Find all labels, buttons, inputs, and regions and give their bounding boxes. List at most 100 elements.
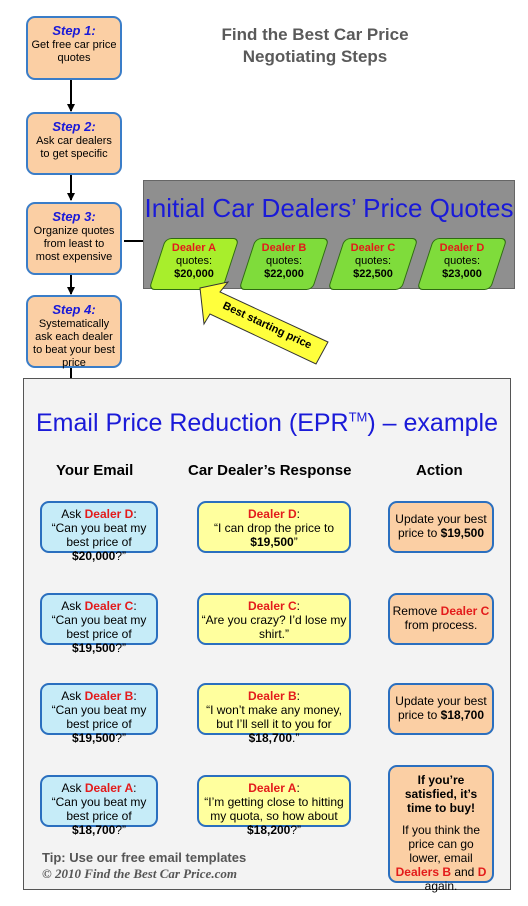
row-2-act-post: from process.	[404, 618, 478, 632]
row-3-act-text: Update your best price to	[395, 694, 487, 722]
row-3-email-price: $19,500	[71, 731, 116, 745]
epr-title-tm: TM	[348, 409, 368, 425]
page-title-line-2: Negotiating Steps	[242, 47, 388, 66]
row-4-resp-text: “I’m getting close to hitting my quota, …	[204, 795, 344, 823]
row-2-email-price: $19,500	[71, 641, 116, 655]
row-3-resp-text: “I won’t make any money, but I’ll sell i…	[206, 703, 342, 731]
dealer-a-quotes-label: quotes:	[175, 255, 213, 267]
row-3-email-question: “Can you beat my best price of	[51, 703, 147, 731]
row-3-email-colon: :	[133, 689, 137, 703]
dealer-c-name: Dealer C	[350, 242, 396, 254]
dealer-b-quotes-label: quotes:	[265, 255, 303, 267]
row-4-act-head: If you’re satisfied, it’s time to buy!	[404, 773, 478, 815]
best-price-arrow: Best starting price	[199, 281, 329, 365]
row-4-act-text: If you think the price can go lower, ema…	[401, 823, 481, 865]
dealer-d-name: Dealer D	[439, 242, 485, 254]
column-header-action: Action	[416, 462, 463, 479]
row-4-act-dealer-d: D	[477, 865, 487, 879]
row-3-resp-dealer: Dealer B	[247, 689, 297, 703]
row-1-email: Ask Dealer D: “Can you beat my best pric…	[40, 501, 158, 563]
row-3-action: Update your best price to $18,700	[388, 683, 494, 735]
row-1-resp-dealer: Dealer D	[247, 507, 297, 521]
dealer-c-quotes-label: quotes:	[354, 255, 392, 267]
row-3-email-dealer: Dealer B	[84, 689, 134, 703]
row-4-resp-colon: :	[296, 781, 300, 795]
row-1-resp-text: “I can drop the price to	[213, 521, 335, 535]
page-title-line-1: Find the Best Car Price	[221, 25, 409, 44]
dealer-c-price: $22,500	[353, 268, 393, 280]
tip-text: Tip: Use our free email templates	[42, 850, 247, 865]
row-1-email-end: ?”	[115, 549, 127, 563]
step-4-label: Step 4:	[52, 302, 96, 317]
page-title: Find the Best Car Price Negotiating Step…	[190, 24, 440, 68]
step-3-box: Step 3: Organize quotes from least to mo…	[26, 202, 122, 275]
step-1-label: Step 1:	[52, 23, 96, 38]
row-2-email: Ask Dealer C: “Can you beat my best pric…	[40, 593, 158, 655]
row-2-resp-text: “Are you crazy? I’d lose my shirt.”	[201, 613, 347, 641]
row-4-email-colon: :	[133, 781, 137, 795]
row-3-resp-end: .”	[292, 731, 300, 745]
row-3-resp-price: $18,700	[248, 731, 293, 745]
row-1-response: Dealer D: “I can drop the price to $19,5…	[197, 501, 351, 553]
row-1-email-colon: :	[133, 507, 137, 521]
column-header-email: Your Email	[56, 462, 134, 479]
row-2-resp-colon: :	[296, 599, 301, 613]
row-4-email-dealer: Dealer A	[84, 781, 134, 795]
row-4-response: Dealer A: “I’m getting close to hitting …	[197, 775, 351, 837]
row-4-email-question: “Can you beat my best price of	[51, 795, 147, 823]
row-3-email-end: ?”	[115, 731, 127, 745]
row-4-action: If you’re satisfied, it’s time to buy! I…	[388, 765, 494, 893]
row-1-act-text: Update your best price to	[395, 512, 487, 540]
step-4-box: Step 4: Systematically ask each dealer t…	[26, 295, 122, 369]
row-4-resp-dealer: Dealer A	[248, 781, 297, 795]
dealer-b-price: $22,000	[264, 268, 304, 280]
row-1-resp-end: ”	[293, 535, 298, 549]
dealer-a-price: $20,000	[174, 268, 214, 280]
step-1-box: Step 1: Get free car price quotes	[26, 16, 122, 80]
row-4-act-end: again.	[424, 879, 458, 893]
row-4-email: Ask Dealer A: “Can you beat my best pric…	[40, 775, 158, 837]
row-2-act-pre: Remove	[392, 604, 441, 618]
row-1-email-price: $20,000	[71, 549, 116, 563]
step-3-label: Step 3:	[52, 209, 96, 224]
dealer-d-price: $23,000	[442, 268, 482, 280]
step-2-label: Step 2:	[52, 119, 96, 134]
step-2-text: Ask car dealers to get specific	[36, 135, 112, 160]
row-4-act-and: and	[451, 865, 478, 879]
row-3-act-price: $18,700	[440, 708, 485, 722]
step-2-box: Step 2: Ask car dealers to get specific	[26, 112, 122, 175]
row-2-email-end: ?”	[115, 641, 127, 655]
row-2-email-colon: :	[133, 599, 137, 613]
step-3-text: Organize quotes from least to most expen…	[33, 225, 115, 263]
row-1-act-price: $19,500	[440, 526, 485, 540]
row-1-resp-colon: :	[296, 507, 301, 521]
row-4-act-dealer-b: Dealers B	[395, 865, 451, 879]
row-2-act-dealer: Dealer C	[440, 604, 490, 618]
row-1-resp-price: $19,500	[250, 535, 294, 549]
row-1-email-ask: Ask	[61, 507, 85, 521]
row-2-action: Remove Dealer C from process.	[388, 593, 494, 645]
row-2-email-dealer: Dealer C	[84, 599, 134, 613]
dealer-b-name: Dealer B	[261, 242, 307, 254]
quotes-title: Initial Car Dealers’ Price Quotes	[144, 193, 514, 223]
row-3-email: Ask Dealer B: “Can you beat my best pric…	[40, 683, 158, 745]
row-4-email-end: ?”	[115, 823, 127, 837]
step-4-text: Systematically ask each dealer to beat y…	[33, 318, 115, 369]
row-1-action: Update your best price to $19,500	[388, 501, 494, 553]
row-4-email-price: $18,700	[71, 823, 116, 837]
row-3-response: Dealer B: “I won’t make any money, but I…	[197, 683, 351, 745]
epr-title-end: ) – example	[367, 409, 499, 437]
row-1-email-dealer: Dealer D	[84, 507, 134, 521]
dealer-d-quotes-label: quotes:	[443, 255, 481, 267]
row-2-email-ask: Ask	[61, 599, 85, 613]
epr-title-start: Email Price Reduction (EPR	[35, 409, 349, 437]
row-2-email-question: “Can you beat my best price of	[51, 613, 147, 641]
dealer-a-name: Dealer A	[171, 242, 217, 254]
epr-title: Email Price Reduction (EPRTM) – example	[24, 409, 510, 438]
row-2-resp-dealer: Dealer C	[247, 599, 297, 613]
copyright-text: © 2010 Find the Best Car Price.com	[42, 866, 237, 881]
